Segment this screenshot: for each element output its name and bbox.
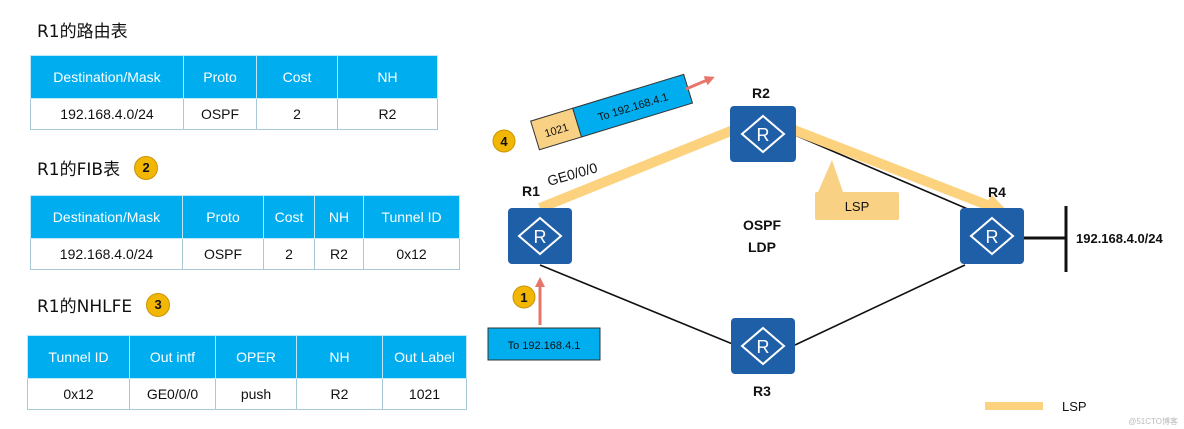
table-row: 192.168.4.0/24 OSPF 2 R2 [30,98,438,130]
col-out-intf: Out intf [129,335,216,379]
col-nh: NH [337,55,438,99]
routing-table-title-text: R1的路由表 [37,22,128,42]
router-r2-label: R2 [752,85,770,101]
router-r3-label: R3 [753,383,771,399]
cell-proto: OSPF [182,238,264,270]
router-r3-glyph: R [757,337,770,357]
watermark: @51CTO博客 [1128,416,1178,426]
col-proto: Proto [182,195,264,239]
router-r4-glyph: R [986,227,999,247]
col-nh: NH [314,195,364,239]
router-r2-glyph: R [757,125,770,145]
cell-out-intf: GE0/0/0 [129,378,216,410]
fib-table: Destination/Mask Proto Cost NH Tunnel ID… [30,195,460,270]
cell-proto: OSPF [183,98,257,130]
col-out-label: Out Label [382,335,467,379]
cell-nh: R2 [337,98,438,130]
col-nh: NH [296,335,383,379]
cell-oper: push [215,378,297,410]
step-1-badge: 1 [512,285,536,309]
cell-cost: 2 [256,98,338,130]
cell-out-label: 1021 [382,378,467,410]
labelled-packet: 1021 To 192.168.4.1 [530,73,694,151]
legend-label-lsp: LSP [1062,399,1087,414]
link-r3-r4 [794,264,966,346]
col-tunnel-id: Tunnel ID [363,195,460,239]
cell-destination: 192.168.4.0/24 [30,238,183,270]
cell-destination: 192.168.4.0/24 [30,98,184,130]
cell-nh: R2 [314,238,364,270]
nhlfe-table-title-text: R1的NHLFE [37,297,133,317]
incoming-packet-text: To 192.168.4.1 [508,340,581,352]
router-r4-label: R4 [988,184,1006,200]
destination-network-label: 192.168.4.0/24 [1076,231,1164,246]
nhlfe-table: Tunnel ID Out intf OPER NH Out Label 0x1… [27,335,467,410]
fib-table-title-text: R1的FIB表 [37,160,121,180]
step-2-badge: 2 [134,155,159,180]
table-header-row: Destination/Mask Proto Cost NH Tunnel ID [30,195,460,239]
router-r1[interactable]: R [508,208,572,264]
lsp-callout: LSP [815,160,899,220]
router-r3[interactable]: R [731,318,795,374]
col-tunnel-id: Tunnel ID [27,335,130,379]
step-3-badge: 3 [146,292,171,317]
nhlfe-table-title: R1的NHLFE 3 [37,292,171,317]
legend: LSP [985,399,1087,414]
router-r1-glyph: R [534,227,547,247]
protocol-ospf-label: OSPF [743,217,782,233]
table-header-row: Destination/Mask Proto Cost NH [30,55,438,99]
routing-table-title: R1的路由表 [37,17,128,42]
table-row: 192.168.4.0/24 OSPF 2 R2 0x12 [30,238,460,270]
svg-text:4: 4 [500,134,508,149]
link-r1-r3 [539,264,736,346]
router-r2[interactable]: R [730,106,796,162]
router-r1-label: R1 [522,183,540,199]
lsp-callout-text: LSP [845,199,870,214]
col-proto: Proto [183,55,257,99]
packet-out-arrow [685,76,715,91]
table-header-row: Tunnel ID Out intf OPER NH Out Label [27,335,467,379]
step-4-badge: 4 [492,129,516,153]
legend-swatch-lsp [985,402,1043,410]
link-r2-r4 [794,134,971,211]
cell-tunnel-id: 0x12 [363,238,460,270]
col-destination: Destination/Mask [30,195,183,239]
protocol-ldp-label: LDP [748,239,776,255]
col-destination: Destination/Mask [30,55,184,99]
table-row: 0x12 GE0/0/0 push R2 1021 [27,378,467,410]
routing-table: Destination/Mask Proto Cost NH 192.168.4… [30,55,438,130]
cell-tunnel-id: 0x12 [27,378,130,410]
router-r4[interactable]: R [960,208,1024,264]
svg-text:1: 1 [520,290,527,305]
incoming-packet: To 192.168.4.1 [487,327,601,361]
fib-table-title: R1的FIB表 2 [37,155,159,180]
